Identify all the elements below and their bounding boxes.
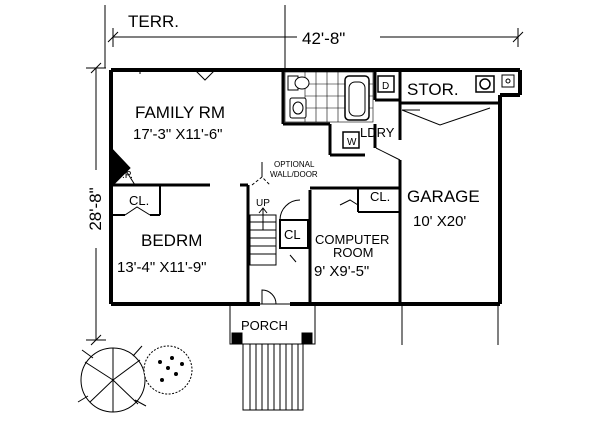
garage-size: 10' X20': [413, 213, 466, 230]
computer-closet-label: CL.: [370, 189, 390, 204]
terrace-label-bg: [124, 8, 196, 30]
porch-label: PORCH: [241, 318, 288, 333]
garage-door-swing: [375, 107, 491, 161]
hall-closet-label: CL: [284, 227, 301, 242]
interior-walls: [111, 70, 500, 304]
fireplace: [112, 148, 136, 187]
bedroom-size: 13'-4" X11'-9": [117, 259, 206, 276]
bedroom-name: BEDRM: [141, 231, 202, 250]
tree-small: [143, 345, 193, 395]
exterior-walls: [109, 68, 522, 306]
depth-dimension-line: [86, 62, 106, 346]
porch-steps: [242, 343, 304, 411]
optional-wall: [251, 162, 271, 186]
washer-box: [342, 131, 360, 149]
water-heater: [475, 75, 495, 93]
dryer-box: [377, 75, 395, 93]
fireplace-label: F.P.: [117, 170, 133, 181]
washer-label: W: [347, 137, 357, 148]
terrace-label: TERR.: [128, 12, 179, 31]
width-dimension-line: [107, 28, 524, 47]
optional-wall-label-line1: OPTIONAL: [274, 160, 315, 169]
hall-closet: [279, 199, 309, 249]
width-dimension-bg: [298, 27, 380, 47]
front-door: [261, 254, 297, 305]
family-room-size: 17'-3" X11'-6": [133, 126, 222, 143]
computer-room-size: 9' X9'-5": [314, 263, 369, 280]
stairs: [249, 207, 277, 266]
computer-room-name-line2: ROOM: [333, 245, 373, 260]
width-dimension-label: 42'-8": [302, 29, 345, 48]
optional-wall-label-line2: WALL/DOOR: [270, 170, 318, 179]
toilet: [287, 75, 310, 91]
small-outlet: [501, 74, 515, 88]
sink: [289, 97, 307, 119]
computer-closet: [339, 188, 400, 213]
garage-name: GARAGE: [407, 187, 480, 206]
depth-dimension-label: 28'-8": [86, 187, 105, 230]
bath-tile-floor: [284, 71, 374, 123]
stair-up-label: UP: [256, 198, 270, 209]
computer-room-name-line1: COMPUTER: [315, 232, 389, 247]
driveway-lines: [401, 304, 499, 345]
family-room-window: [139, 69, 216, 81]
family-room-name: FAMILY RM: [135, 103, 225, 122]
dryer-label: D: [382, 81, 389, 92]
bedroom-closet-label: CL.: [129, 193, 149, 208]
laundry-label: LDRY: [360, 125, 395, 140]
storage-label: STOR.: [407, 80, 459, 99]
tree-large: [77, 345, 147, 413]
bathtub: [344, 75, 370, 121]
bedroom-closet: [111, 185, 161, 216]
